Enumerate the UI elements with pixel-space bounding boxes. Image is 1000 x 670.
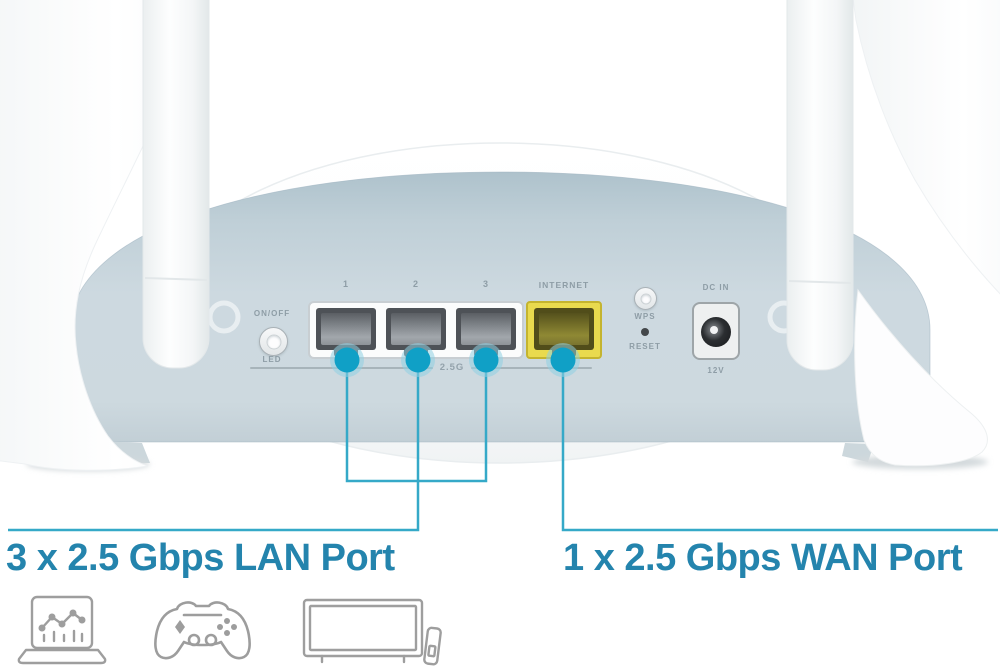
lan-port-block [308,301,524,359]
power-button [259,327,288,356]
power-label: ON/OFF [253,309,291,318]
dc-power-jack [692,302,740,360]
port-label-1: 1 [342,279,350,289]
game-controller-icon [154,601,251,660]
lan-port-2 [386,308,446,357]
dc-in-label: DC IN [702,283,730,292]
lan-heading: 3 x 2.5 Gbps LAN Port [6,537,395,579]
antenna-right-seam [788,280,852,284]
wan-heading: 1 x 2.5 Gbps WAN Port [563,537,963,579]
speed-divider-right [471,367,592,369]
reset-pinhole [641,328,649,336]
wps-label: WPS [634,312,656,321]
wps-button [634,287,657,310]
screw-left [207,300,241,334]
reset-label: RESET [629,342,661,351]
laptop-analytics-icon [17,595,107,665]
led-label: LED [262,355,282,364]
port-label-2: 2 [412,279,420,289]
antenna-left-seam [144,277,208,281]
internet-port-label: INTERNET [538,280,590,290]
port-label-3: 3 [482,279,490,289]
tv-icon [302,598,442,666]
antenna-right-blade [852,0,1000,295]
